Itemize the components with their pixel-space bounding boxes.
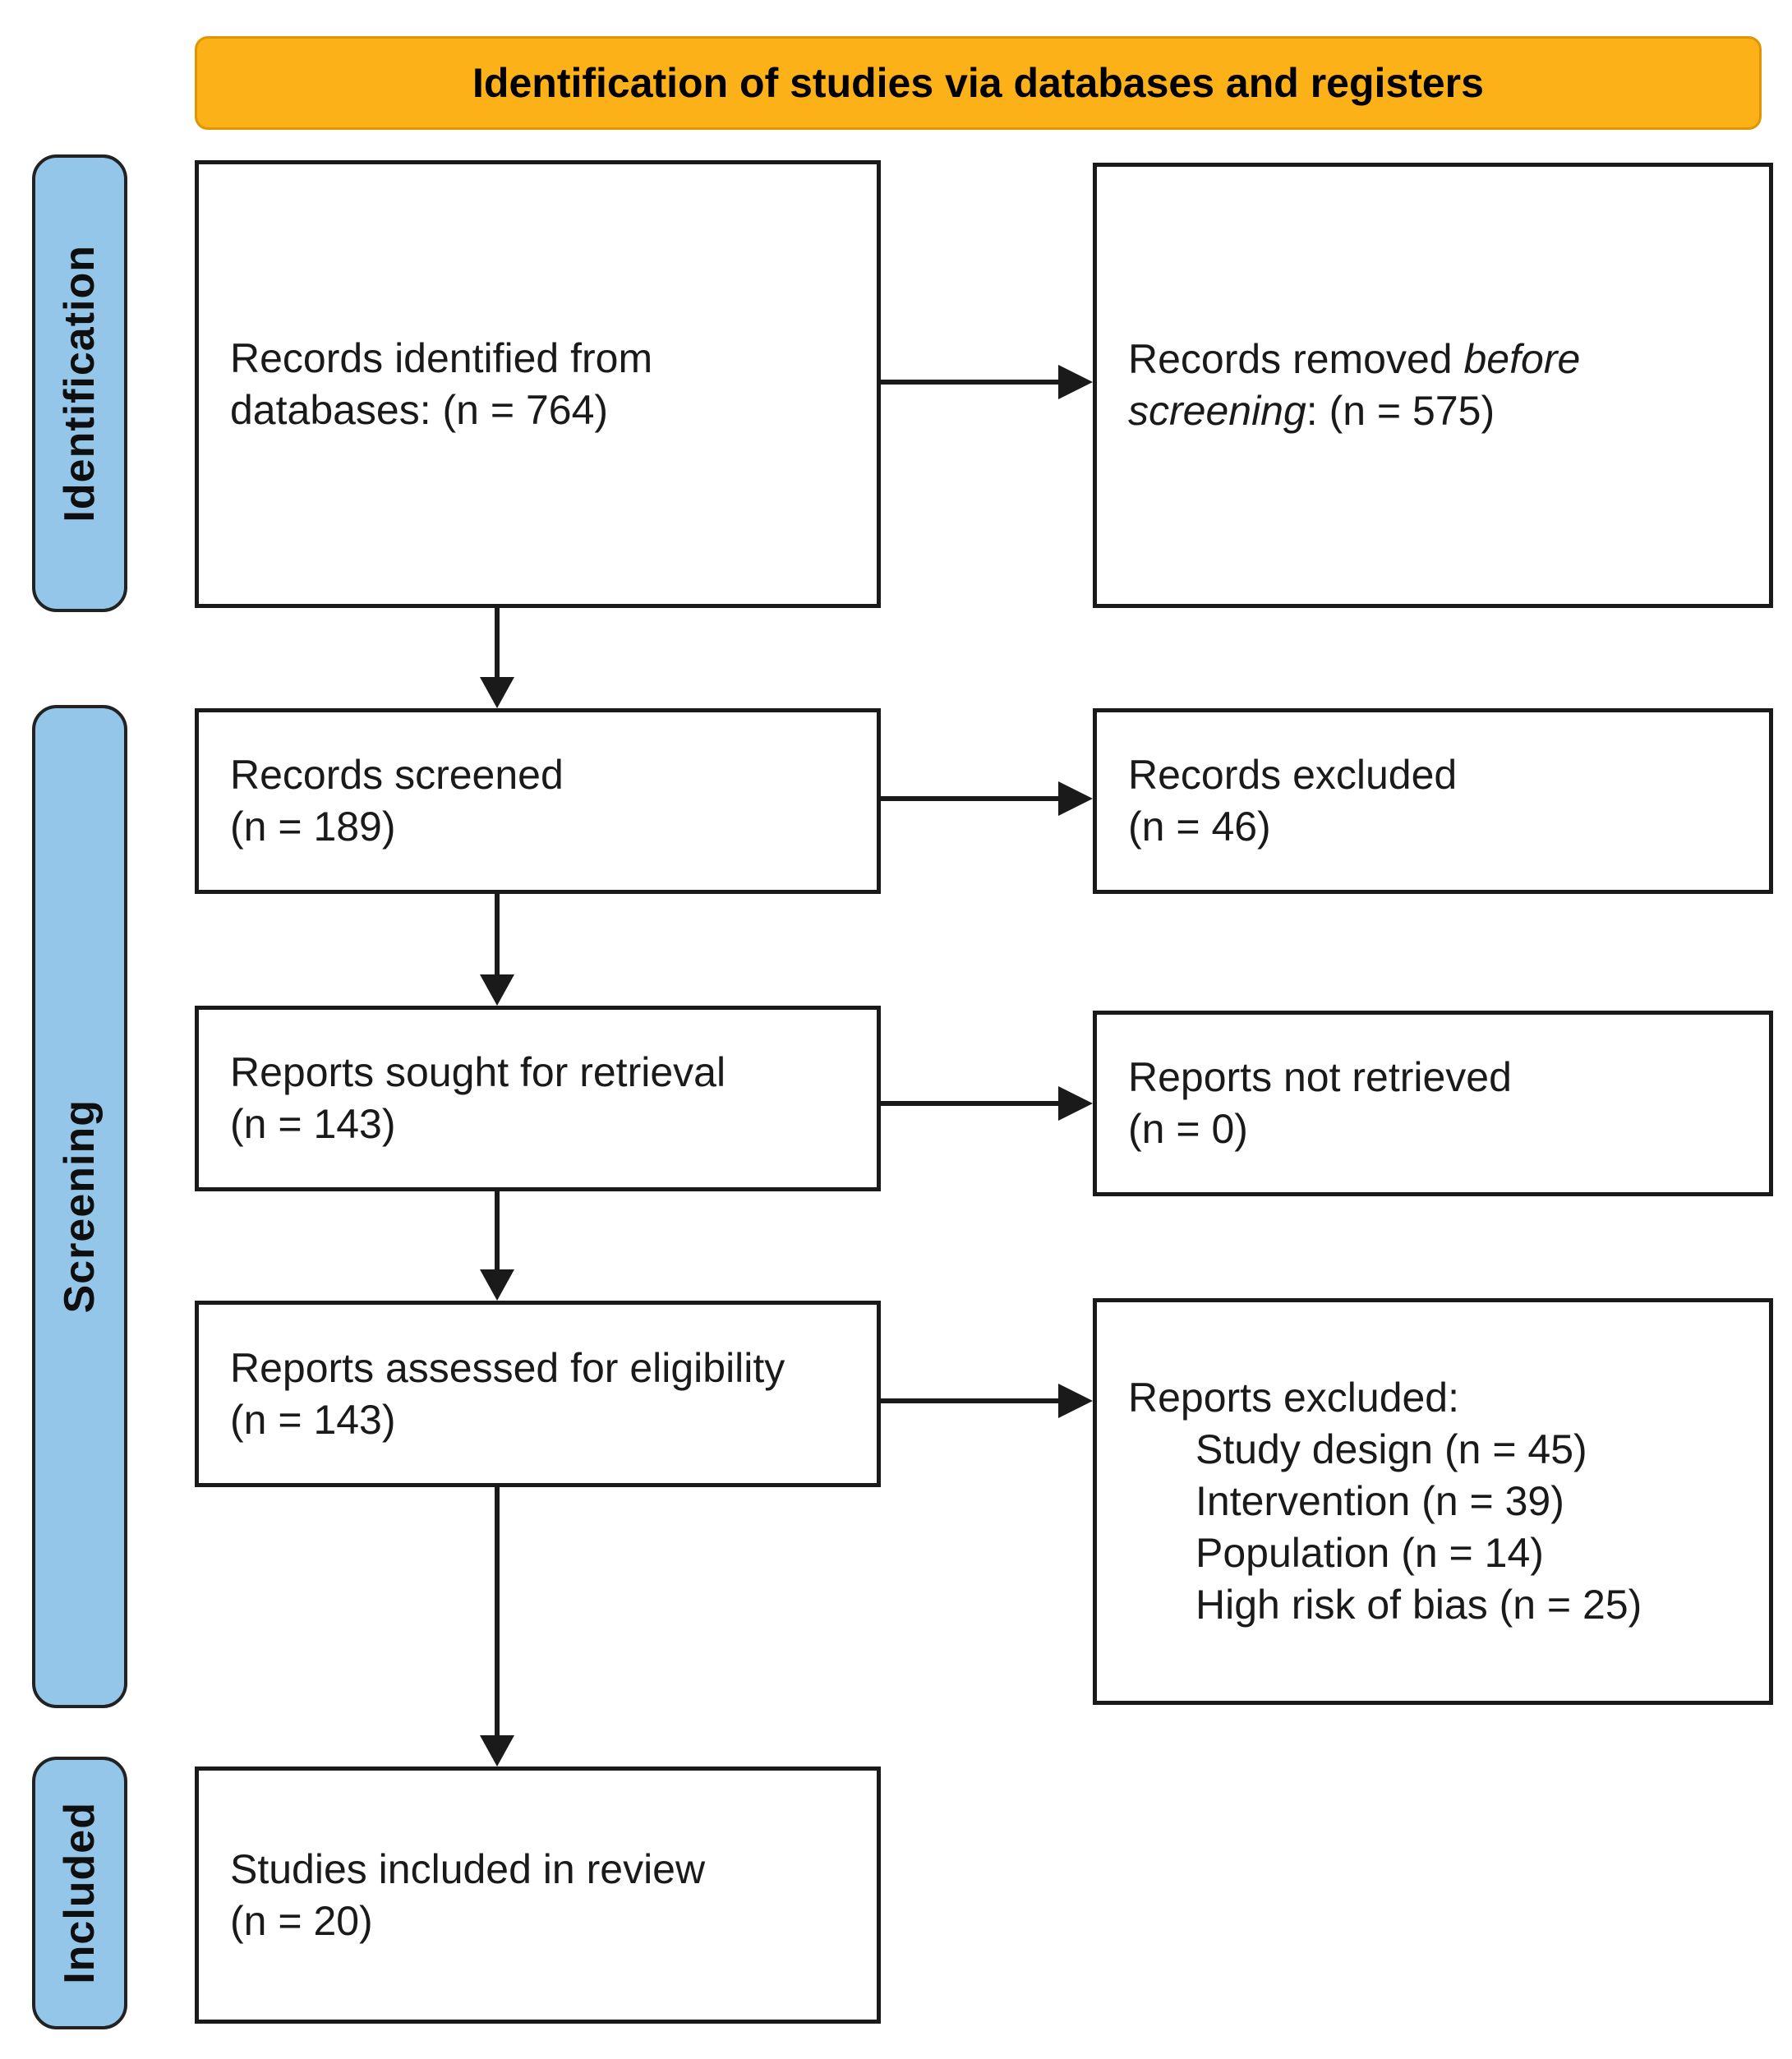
- records-screened-line1: Records screened: [230, 752, 564, 798]
- arrow-head: [480, 1735, 514, 1767]
- records-removed-line2: screening: (n = 575): [1128, 385, 1748, 437]
- box-reports-sought: Reports sought for retrieval (n = 143): [195, 1006, 881, 1191]
- studies-included-line2: (n = 20): [230, 1897, 373, 1944]
- reports-sought-line1: Reports sought for retrieval: [230, 1049, 726, 1095]
- arrow-head: [480, 677, 514, 708]
- studies-included-line1: Studies included in review: [230, 1845, 706, 1892]
- box-reports-assessed: Reports assessed for eligibility (n = 14…: [195, 1301, 881, 1487]
- records-removed-line1-regular: Records removed: [1128, 336, 1464, 382]
- arrow-line: [881, 380, 1060, 385]
- reports-not-retrieved-line1: Reports not retrieved: [1128, 1054, 1512, 1100]
- arrow-head: [480, 974, 514, 1006]
- box-reports-not-retrieved: Reports not retrieved (n = 0): [1093, 1011, 1773, 1196]
- arrow-line: [495, 608, 500, 680]
- phase-label-identification: Identification: [32, 154, 127, 612]
- phase-label-screening: Screening: [32, 705, 127, 1708]
- records-identified-line1: Records identified from: [230, 334, 653, 381]
- records-removed-line2-regular: : (n = 575): [1306, 388, 1495, 434]
- arrow-head: [1058, 1384, 1093, 1418]
- arrow-line: [495, 1191, 500, 1271]
- records-removed-line1-italic: before: [1463, 336, 1581, 382]
- phase-label-identification-text: Identification: [56, 244, 104, 523]
- reports-excluded-reason-intervention: Intervention (n = 39): [1195, 1478, 1564, 1524]
- box-records-identified: Records identified from databases: (n = …: [195, 160, 881, 608]
- banner-identification-via-databases: Identification of studies via databases …: [195, 36, 1762, 130]
- records-screened-line2: (n = 189): [230, 804, 396, 850]
- reports-sought-line2: (n = 143): [230, 1101, 396, 1147]
- records-excluded-line2: (n = 46): [1128, 804, 1271, 850]
- reports-not-retrieved-line2: (n = 0): [1128, 1106, 1248, 1152]
- reports-assessed-line2: (n = 143): [230, 1396, 396, 1443]
- box-records-removed-before-screening: Records removed before screening: (n = 5…: [1093, 163, 1773, 608]
- reports-excluded-header: Reports excluded:: [1128, 1375, 1460, 1421]
- arrow-line: [881, 1101, 1060, 1106]
- reports-excluded-reason-high-risk-bias: High risk of bias (n = 25): [1195, 1582, 1642, 1628]
- arrow-line: [881, 1398, 1060, 1403]
- arrow-line: [881, 796, 1060, 801]
- phase-label-screening-text: Screening: [56, 1099, 104, 1314]
- arrow-head: [480, 1269, 514, 1301]
- records-removed-line2-italic: screening: [1128, 388, 1306, 434]
- arrow-line: [495, 894, 500, 976]
- arrow-head: [1058, 1086, 1093, 1121]
- arrow-line: [495, 1487, 500, 1737]
- phase-label-included-text: Included: [56, 1802, 104, 1984]
- records-excluded-line1: Records excluded: [1128, 752, 1458, 798]
- box-records-excluded: Records excluded (n = 46): [1093, 708, 1773, 894]
- arrow-head: [1058, 781, 1093, 816]
- reports-assessed-line1: Reports assessed for eligibility: [230, 1344, 785, 1391]
- records-identified-line2: databases: (n = 764): [230, 386, 609, 433]
- records-removed-line1: Records removed before: [1128, 334, 1748, 385]
- reports-excluded-reason-population: Population (n = 14): [1195, 1530, 1544, 1576]
- reports-excluded-reason-study-design: Study design (n = 45): [1195, 1426, 1587, 1472]
- box-reports-excluded-reasons: Reports excluded: Study design (n = 45) …: [1093, 1298, 1773, 1705]
- box-studies-included: Studies included in review (n = 20): [195, 1767, 881, 2024]
- phase-label-included: Included: [32, 1757, 127, 2029]
- box-records-screened: Records screened (n = 189): [195, 708, 881, 894]
- arrow-head: [1058, 365, 1093, 399]
- banner-title: Identification of studies via databases …: [472, 60, 1484, 106]
